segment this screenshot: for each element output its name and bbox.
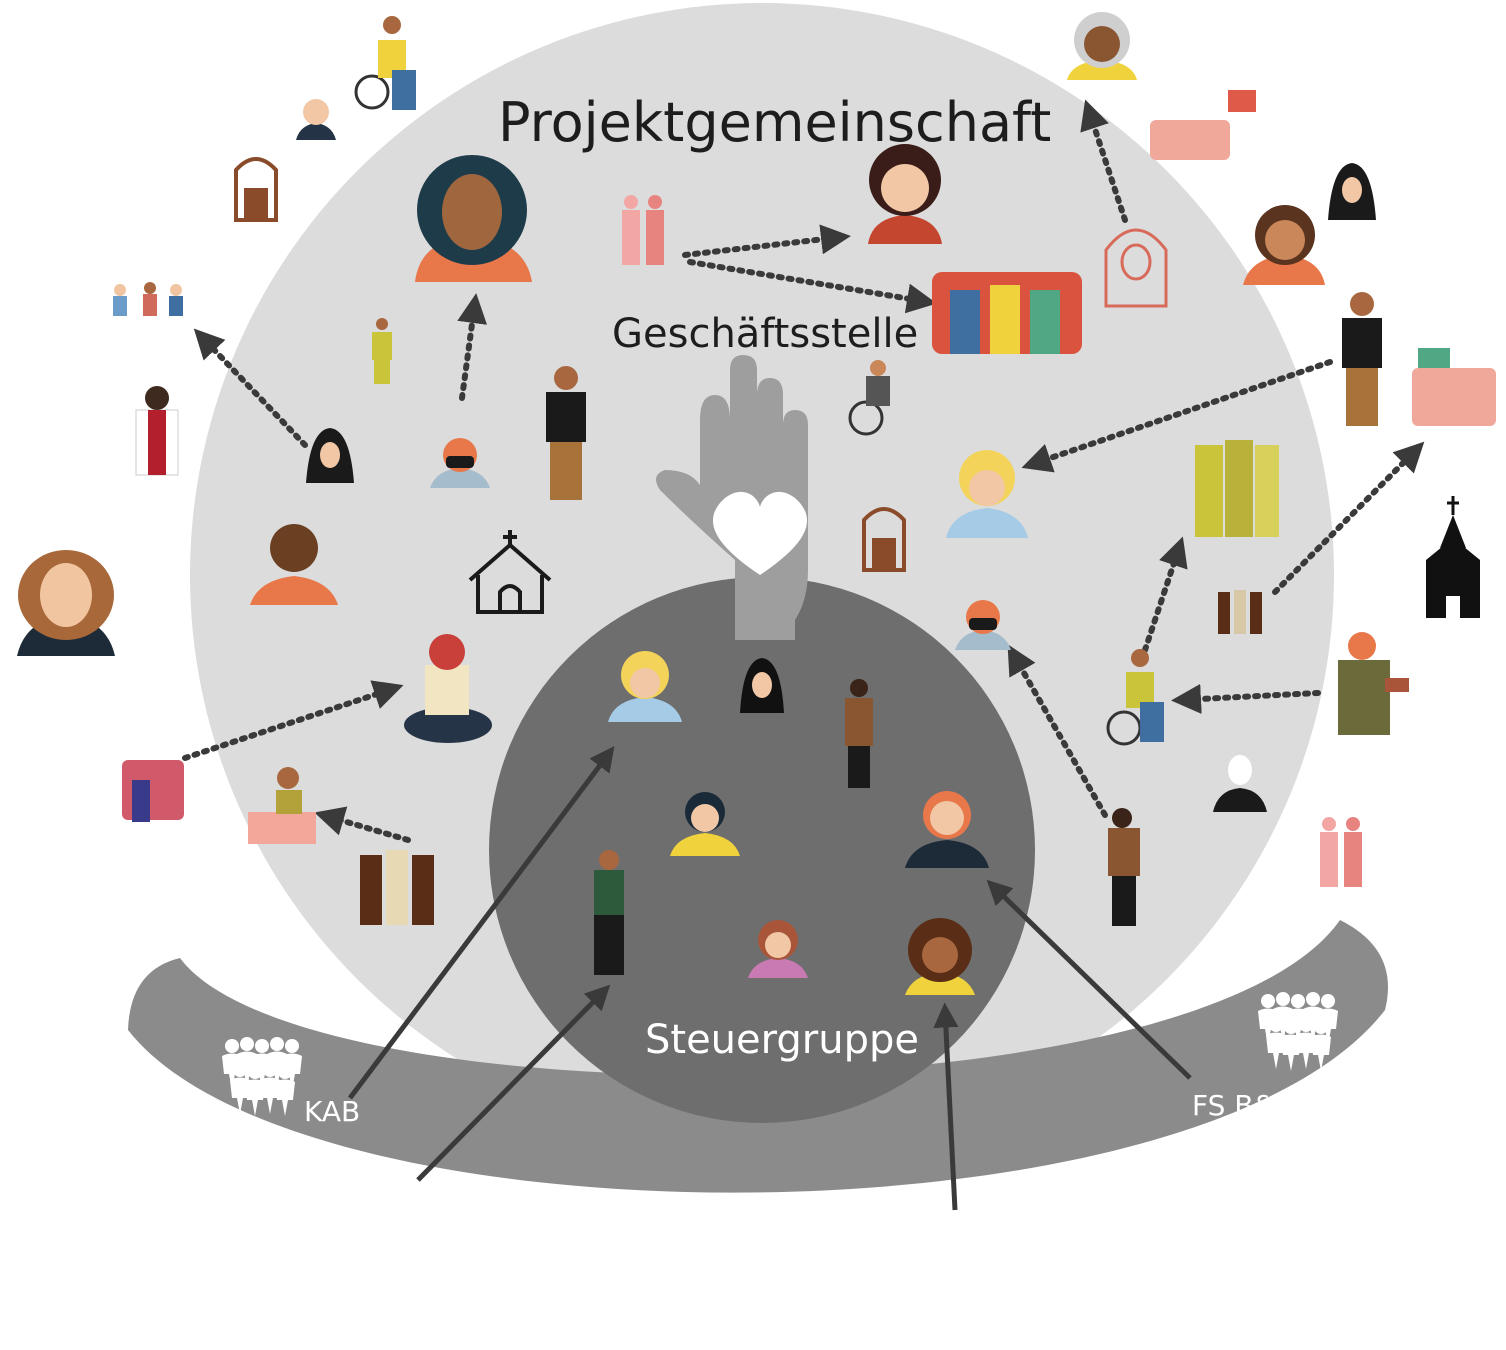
nun-icon xyxy=(1328,163,1376,220)
woman-portrait-icon xyxy=(748,920,808,978)
blonde-woman-icon xyxy=(946,450,1028,538)
bearded-man-icon xyxy=(905,791,989,868)
church-outline-icon xyxy=(468,530,552,614)
crowd-icon xyxy=(1020,1185,1100,1264)
men-group-icon xyxy=(360,850,434,925)
carrier-association-band xyxy=(128,920,1388,1193)
cheering-group-icon xyxy=(122,760,184,822)
woman-curly-hair-icon xyxy=(905,918,975,995)
office-label: Geschäftsstelle xyxy=(612,311,919,357)
protest-group-icon xyxy=(1150,90,1256,160)
woman-portrait-icon xyxy=(415,155,532,282)
standing-man-icon xyxy=(1342,292,1382,426)
meditating-woman-icon xyxy=(404,634,492,743)
woman-portrait-icon xyxy=(868,144,942,244)
cheering-people-icon xyxy=(622,195,664,265)
solid-arrows xyxy=(348,746,1192,1211)
standing-woman-icon xyxy=(372,318,392,384)
wheelchair-person-icon xyxy=(354,16,416,110)
men-group-icon xyxy=(1218,590,1262,634)
elderly-woman-icon xyxy=(1067,12,1137,80)
man-portrait-icon xyxy=(250,524,338,605)
org-label-kab: KAB xyxy=(304,1095,361,1128)
man-mask-icon xyxy=(955,600,1011,650)
reading-man-icon xyxy=(1338,632,1409,735)
man-head-icon xyxy=(296,99,336,140)
woman-long-hair-icon xyxy=(17,550,115,656)
hand-heart-icon xyxy=(656,355,808,640)
standing-man-icon xyxy=(845,679,873,788)
wheelchair-person-icon xyxy=(848,360,890,436)
steering-group-label: Steuergruppe xyxy=(645,1017,919,1063)
church-black-icon xyxy=(1426,496,1480,618)
friends-group-icon xyxy=(1195,440,1279,537)
org-label-skf: SKF xyxy=(944,1213,997,1246)
man-mask-icon xyxy=(430,438,490,488)
carrier-association-label: Trägerverein xyxy=(660,1276,924,1325)
org-label-fsbp: FS B&P xyxy=(1192,1089,1293,1122)
reading-woman-icon xyxy=(248,767,316,844)
standing-man-icon xyxy=(594,850,624,975)
cheering-people-icon xyxy=(1320,817,1362,887)
protest-group-icon xyxy=(1412,348,1496,426)
project-community-label: Projektgemeinschaft xyxy=(498,91,1052,154)
nun-icon xyxy=(740,658,784,713)
church-family-icon xyxy=(862,507,906,572)
crowd-icon xyxy=(470,1182,550,1261)
standing-man-icon xyxy=(546,366,586,500)
nun-outline-icon xyxy=(1104,228,1168,308)
blonde-woman-icon xyxy=(608,651,682,722)
wheelchair-person-icon xyxy=(1106,649,1164,746)
man-portrait-icon xyxy=(670,792,740,856)
crowd-colourful-icon xyxy=(932,272,1082,354)
dotted-arrows xyxy=(182,99,1425,843)
children-group-icon xyxy=(113,282,183,316)
nun-icon xyxy=(306,428,354,483)
priest-icon xyxy=(135,386,179,476)
standing-man-icon xyxy=(1108,808,1140,926)
man-head-icon xyxy=(1243,205,1325,285)
org-label-jubla: Jubla xyxy=(374,1195,443,1228)
church-family-icon xyxy=(234,157,278,222)
bishop-icon xyxy=(1213,755,1267,812)
